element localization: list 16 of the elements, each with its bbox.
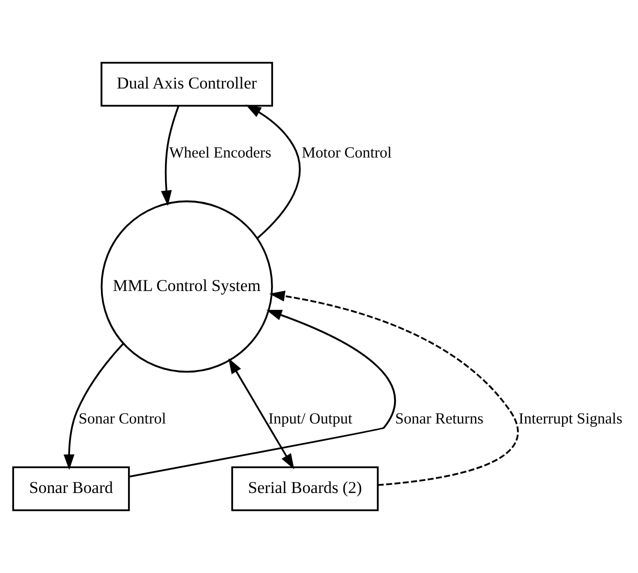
edge-label: Wheel Encoders <box>169 144 272 162</box>
node-box: Dual Axis Controller <box>100 62 274 107</box>
arrow <box>160 106 180 206</box>
node-box: Sonar Board <box>12 466 130 512</box>
arrow <box>129 310 396 478</box>
arrow <box>64 343 124 470</box>
edge-label: Sonar Returns <box>395 410 484 428</box>
arrow <box>269 290 519 486</box>
node-circle: MML Control System <box>100 200 273 373</box>
edge-label: Sonar Control <box>78 410 166 428</box>
edge-label: Motor Control <box>302 144 392 162</box>
edge-label: Interrupt Signals <box>518 410 622 428</box>
edge-label: Input/ Output <box>268 410 352 428</box>
arrow <box>228 358 294 470</box>
arrow <box>246 104 301 239</box>
node-box: Serial Boards (2) <box>231 466 379 512</box>
